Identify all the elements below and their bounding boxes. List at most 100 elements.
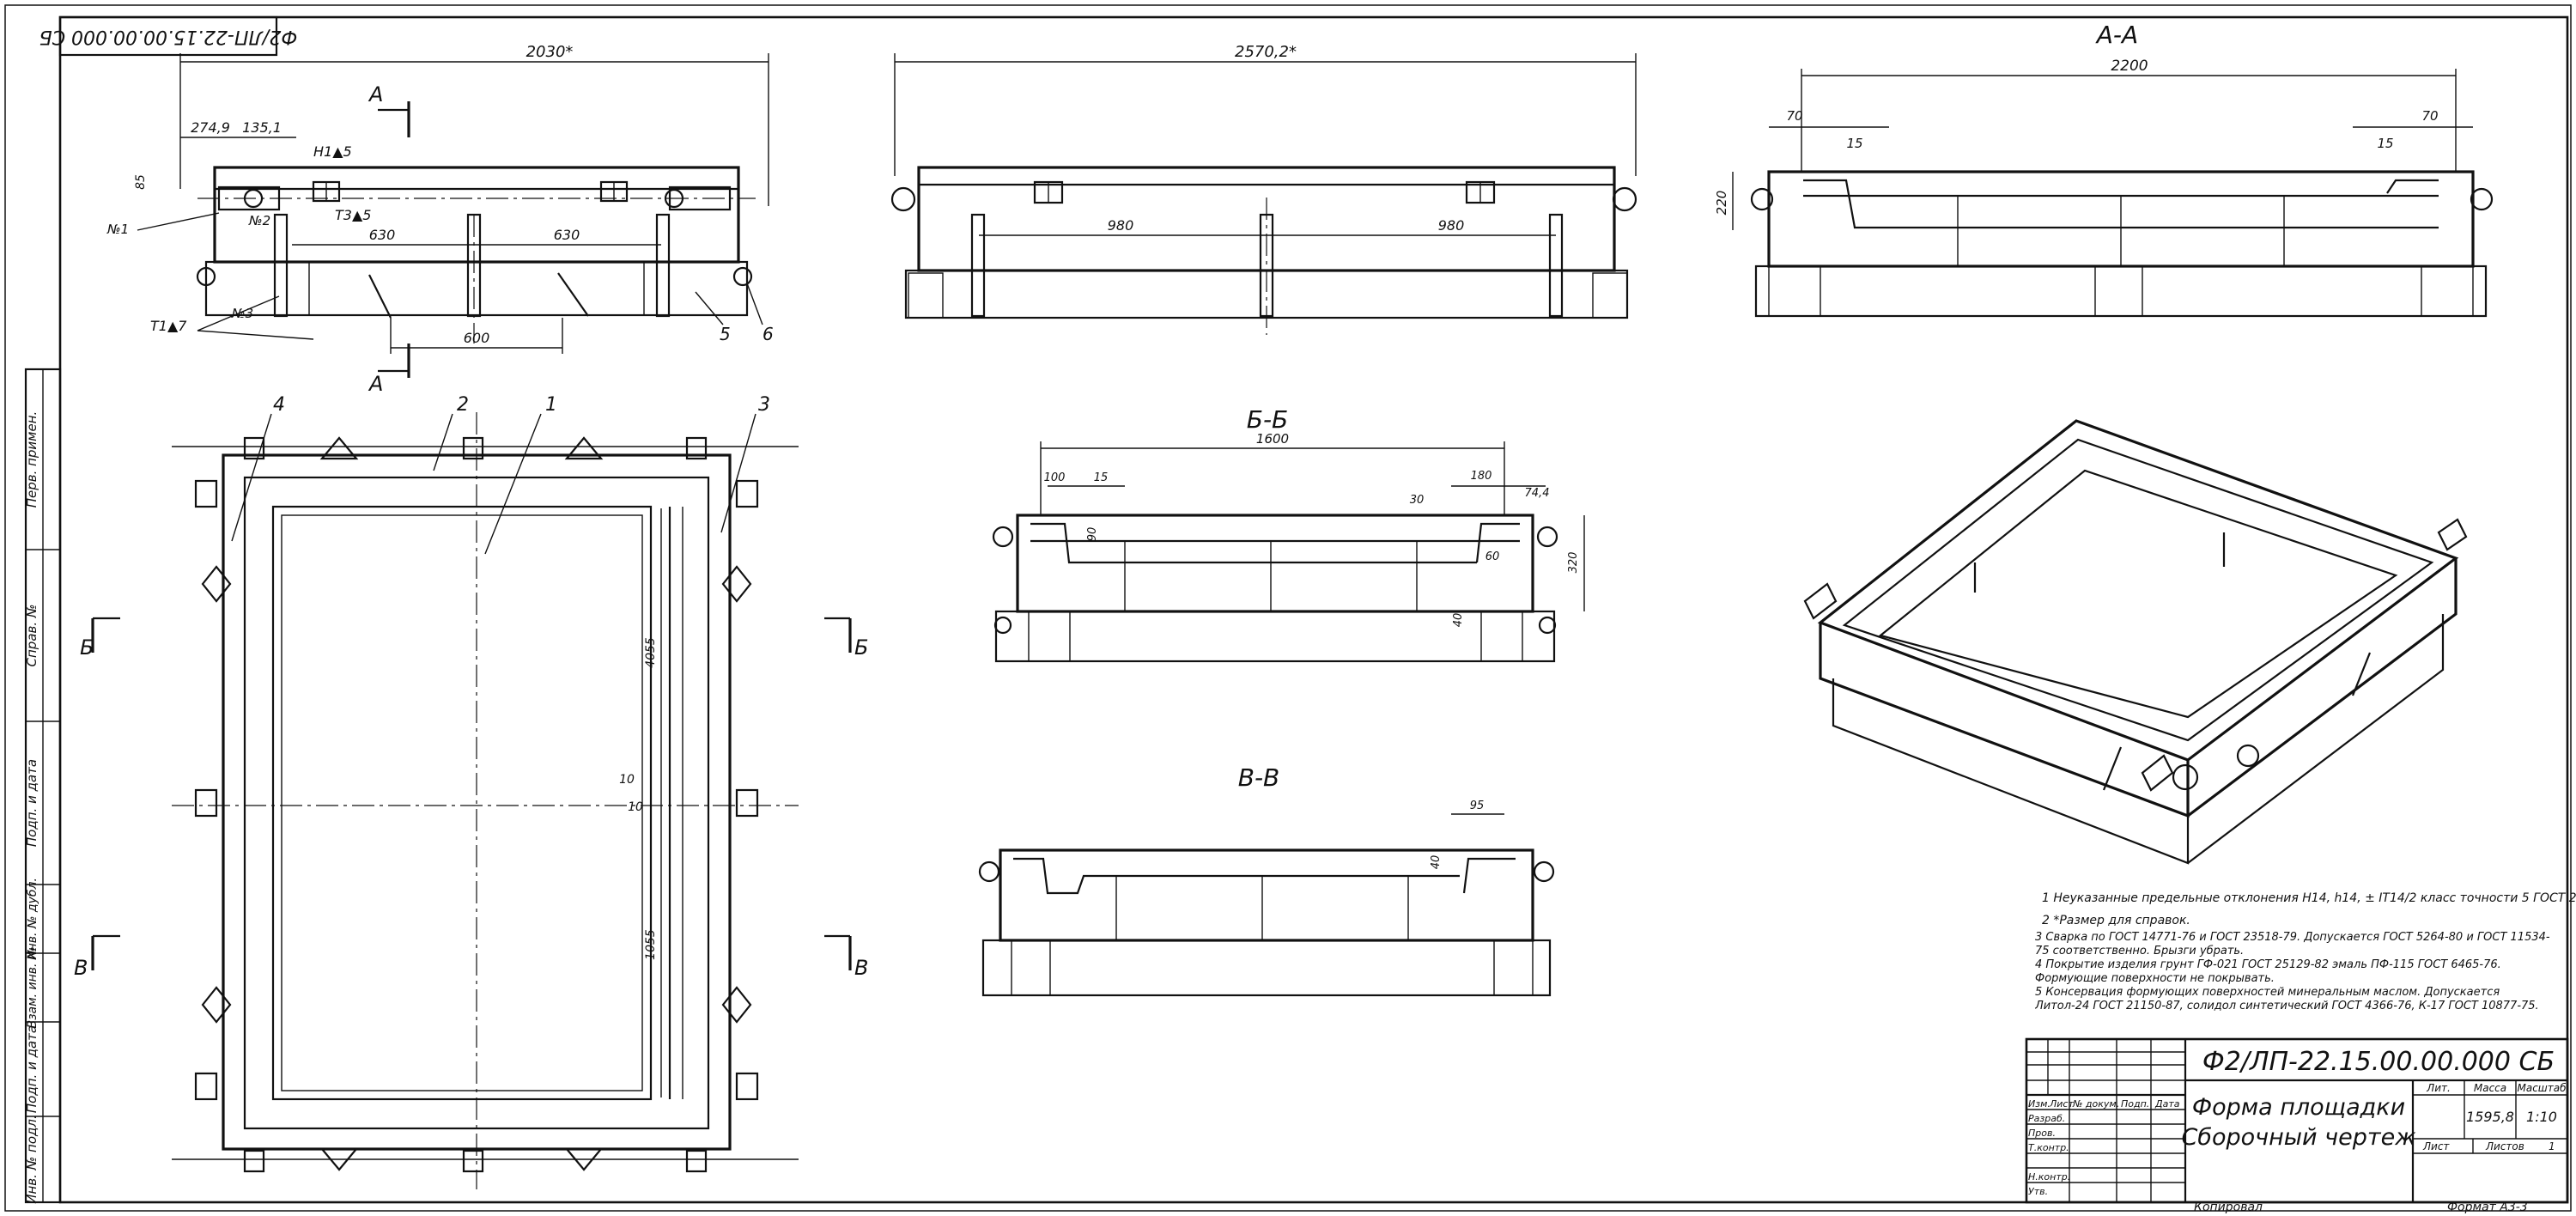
dim-front-overall: 2030* — [526, 43, 574, 61]
note-5: 5 Консервация формующих поверхностей мин… — [2035, 986, 2539, 1012]
tb-row-prov: Пров. — [2028, 1128, 2056, 1139]
weld-t1: Т1▲7 — [150, 318, 187, 334]
footer-copied: Копировал — [2194, 1201, 2263, 1214]
tb-col-date: Дата — [2154, 1098, 2180, 1110]
mark-b-left: Б — [80, 635, 94, 660]
section-bb-title: Б-Б — [1247, 405, 1289, 434]
tb-row-nkontr: Н.контр. — [2028, 1171, 2070, 1183]
dim-plan-4055: 4055 — [644, 637, 658, 668]
weld-n1: №1 — [106, 222, 129, 237]
tb-scale-value: 1:10 — [2526, 1109, 2557, 1125]
tb-sheet-label: Лист — [2422, 1140, 2450, 1152]
mark-b-right: Б — [854, 635, 868, 660]
dim-bb-15: 15 — [1094, 471, 1109, 484]
dim-aa-70a: 70 — [1786, 108, 1802, 124]
section-mark-a-top: А — [368, 82, 383, 106]
stamp-label: Инв. № подл. — [24, 1115, 39, 1203]
tb-row-razrab: Разраб. — [2028, 1113, 2065, 1124]
footer-format: Формат А3-3 — [2447, 1201, 2528, 1214]
tb-col-izm: Изм. — [2028, 1098, 2050, 1110]
tb-col-list: Лист — [2049, 1098, 2074, 1110]
tb-mass-value: 1595,8 — [2466, 1109, 2514, 1125]
dim-bb-320: 320 — [1567, 552, 1580, 574]
dim-aa-220: 220 — [1714, 191, 1729, 216]
title-line2: Сборочный чертеж — [2181, 1124, 2416, 1151]
dim-bb-90: 90 — [1086, 527, 1099, 542]
dim-front-d1: 274,9 — [191, 119, 230, 136]
dim-side-overall: 2570,2* — [1235, 43, 1297, 61]
title-block: Ф2/ЛП-22.15.00.00.000 СБ Форма площадки … — [2025, 1037, 2569, 1204]
pos-4: 4 — [273, 394, 285, 416]
dim-aa-70b: 70 — [2421, 108, 2438, 124]
section-aa: А-А 2200 70 70 15 15 220 — [1714, 21, 2494, 318]
side-stamp: Перв. примен. Справ. № Подп. и дата Инв.… — [24, 368, 62, 1204]
dim-bb-60: 60 — [1485, 550, 1500, 563]
plan-view: 4055 1055 10 10 1 2 3 4 Б Б В В — [74, 394, 868, 1189]
pos-5: 5 — [720, 324, 731, 344]
section-bb: Б-Б 1600 100 15 90 30 180 74,4 320 60 40 — [992, 405, 1585, 663]
tb-mass-label: Масса — [2474, 1082, 2506, 1094]
isometric-view — [1803, 419, 2468, 865]
section-vv: В-В 95 40 — [978, 763, 1555, 997]
weld-n2: №2 — [248, 213, 270, 228]
dim-plan-10a: 10 — [619, 773, 635, 787]
stamp-label: Подп. и дата — [24, 1025, 39, 1113]
weld-h1: Н1▲5 — [313, 143, 352, 160]
tb-row-tkontr: Т.контр. — [2028, 1142, 2069, 1153]
pos-1: 1 — [545, 394, 557, 416]
stamp-label: Перв. примен. — [24, 411, 39, 508]
dim-plan-1055: 1055 — [644, 929, 658, 960]
dim-side-980a: 980 — [1108, 217, 1134, 234]
dim-plan-10b: 10 — [628, 800, 643, 814]
tb-lit-label: Лит. — [2426, 1082, 2451, 1094]
note-1: 1 Неуказанные предельные отклонения Н14,… — [2042, 891, 2576, 905]
weld-t3: Т3▲5 — [335, 207, 371, 223]
title-designation: Ф2/ЛП-22.15.00.00.000 СБ — [2202, 1047, 2555, 1077]
tb-col-doc: № докум. — [2072, 1098, 2119, 1110]
tb-sheets-label: Листов — [2485, 1140, 2524, 1152]
dim-front-630a: 630 — [369, 227, 396, 243]
technical-notes: 1 Неуказанные предельные отклонения Н14,… — [2035, 891, 2576, 1012]
dim-bb-40: 40 — [1452, 613, 1465, 628]
dim-aa-15a: 15 — [1846, 136, 1862, 151]
tb-sheets-value: 1 — [2549, 1140, 2555, 1152]
mark-v-left: В — [74, 956, 88, 980]
rotated-designation-box: Ф2/ЛП-22.15.00.00.000 СБ — [39, 15, 298, 57]
stamp-label: Подп. и дата — [24, 759, 39, 847]
dim-front-630b: 630 — [554, 227, 580, 243]
dim-bb-1600: 1600 — [1256, 431, 1289, 447]
dim-vv-95: 95 — [1470, 800, 1485, 812]
outer-border — [4, 4, 2572, 1212]
dim-vv-40: 40 — [1430, 855, 1443, 870]
pos-6: 6 — [762, 324, 774, 344]
tb-scale-label: Масштаб — [2517, 1082, 2567, 1094]
side-view: 2570,2* 980 980 — [890, 43, 1637, 335]
dim-bb-30: 30 — [1410, 494, 1425, 507]
tb-col-sign: Подп. — [2121, 1098, 2149, 1110]
dim-aa-2200: 2200 — [2111, 58, 2148, 75]
note-3: 3 Сварка по ГОСТ 14771-76 и ГОСТ 23518-7… — [2035, 931, 2550, 958]
dim-aa-15b: 15 — [2377, 136, 2393, 151]
stamp-label: Справ. № — [24, 605, 39, 667]
stamp-label: Взам. инв. № — [26, 946, 39, 1028]
note-2: 2 *Размер для справок. — [2042, 914, 2190, 927]
stamp-label: Инв. № дубл. — [26, 878, 39, 960]
front-view: 2030* 274,9 135,1 85 630 630 — [106, 43, 774, 396]
dim-bb-100: 100 — [1044, 471, 1066, 484]
tb-row-utv: Утв. — [2028, 1186, 2048, 1197]
dim-bb-180: 180 — [1471, 470, 1492, 483]
section-mark-a-bottom: А — [368, 372, 383, 396]
pos-3: 3 — [758, 394, 770, 416]
mark-v-right: В — [854, 956, 868, 980]
dim-side-980b: 980 — [1438, 217, 1465, 234]
title-line1: Форма площадки — [2192, 1094, 2405, 1121]
dim-bb-74: 74,4 — [1525, 487, 1550, 500]
section-vv-title: В-В — [1238, 763, 1280, 792]
section-aa-title: А-А — [2095, 21, 2138, 49]
dim-front-h: 85 — [134, 174, 148, 190]
rotated-designation: Ф2/ЛП-22.15.00.00.000 СБ — [39, 26, 298, 47]
dim-front-d2: 135,1 — [242, 119, 282, 136]
note-4: 4 Покрытие изделия грунт ГФ-021 ГОСТ 251… — [2035, 958, 2501, 985]
dim-front-600: 600 — [464, 330, 490, 346]
